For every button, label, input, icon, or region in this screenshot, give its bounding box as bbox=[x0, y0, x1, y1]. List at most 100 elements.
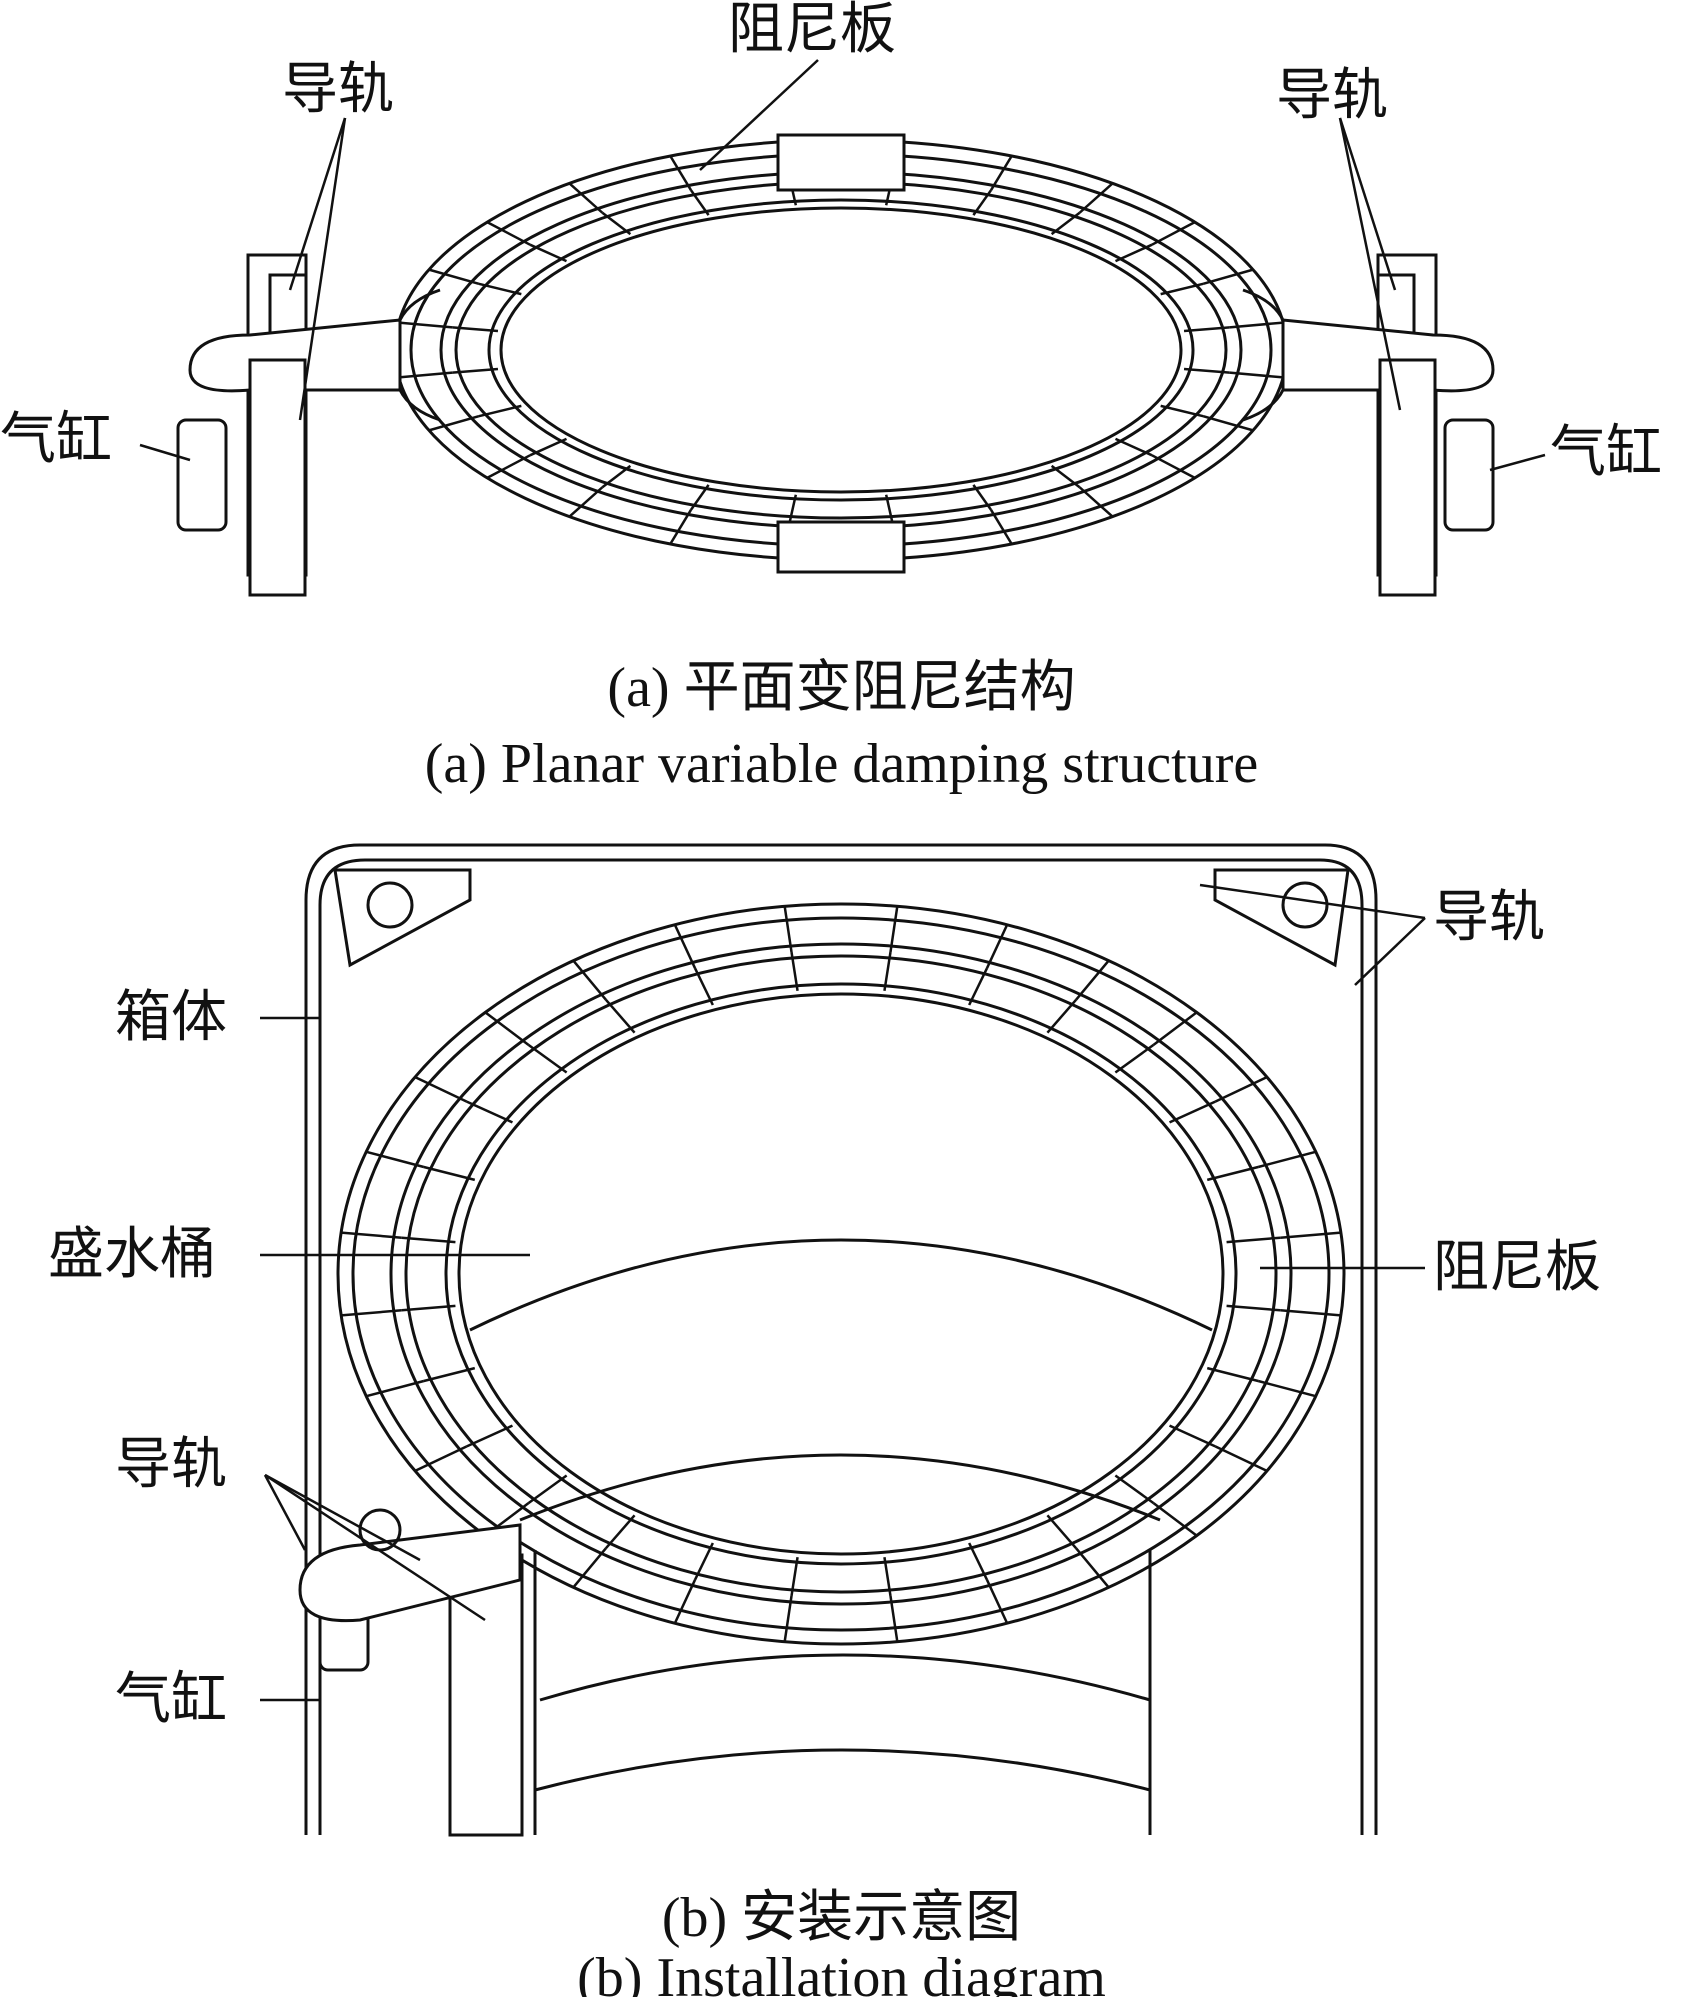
ring-rib bbox=[985, 924, 1009, 969]
ring-rib bbox=[972, 189, 993, 216]
ring-rib bbox=[989, 155, 1013, 191]
damping-plate-b bbox=[336, 902, 1346, 1646]
caption-a-english: (a) Planar variable damping structure bbox=[424, 733, 1259, 795]
ring-rib bbox=[604, 998, 636, 1034]
ring-rib bbox=[572, 959, 607, 1001]
ring-rib bbox=[341, 1309, 402, 1317]
ring-rib bbox=[478, 404, 522, 418]
ring-rib bbox=[529, 437, 568, 457]
ring-rib bbox=[968, 1542, 989, 1581]
ring-rib bbox=[529, 243, 568, 263]
ring-rib bbox=[398, 371, 453, 379]
ring-rib bbox=[790, 1557, 799, 1597]
ring-rib bbox=[989, 509, 1013, 545]
ring-rib bbox=[1169, 1424, 1216, 1448]
label-cylinder-right-a: 气缸 bbox=[1550, 420, 1662, 485]
ring-rib bbox=[669, 509, 693, 545]
ring-rib bbox=[572, 1547, 607, 1589]
label-guide-rail-right-a: 导轨 bbox=[1276, 63, 1388, 128]
ring-rib bbox=[968, 967, 989, 1006]
ring-rib bbox=[1046, 998, 1078, 1034]
ring-rib bbox=[423, 1366, 476, 1383]
ring-rib bbox=[452, 367, 499, 374]
ring-rib bbox=[401, 1236, 456, 1244]
ring-rib bbox=[527, 1474, 568, 1505]
ring-rib bbox=[1206, 1165, 1259, 1182]
ring-rib bbox=[1114, 1043, 1155, 1074]
ring-rib bbox=[1152, 1502, 1198, 1537]
ring-rib bbox=[1257, 1379, 1317, 1398]
ring-rib bbox=[883, 951, 892, 991]
ring-rib bbox=[783, 1595, 793, 1642]
ring-rib bbox=[1114, 437, 1153, 457]
guide-rail-assembly-right bbox=[1242, 253, 1495, 597]
ring-rib bbox=[365, 1379, 425, 1398]
ring-rib bbox=[1114, 243, 1153, 263]
ring-rib bbox=[428, 268, 480, 285]
ring-rib bbox=[788, 494, 798, 522]
ring-rib bbox=[673, 924, 697, 969]
ring-rib bbox=[1202, 415, 1254, 432]
ring-rib bbox=[1226, 1236, 1281, 1244]
label-damping-plate-b: 阻尼板 bbox=[1433, 1235, 1601, 1300]
ring-rib bbox=[1183, 367, 1230, 374]
ring-rib bbox=[601, 211, 632, 236]
ring-rib bbox=[401, 1304, 456, 1312]
ring-rib bbox=[452, 326, 499, 333]
label-cylinder-left-a: 气缸 bbox=[0, 407, 112, 472]
ring-rib bbox=[1280, 1309, 1341, 1317]
ring-rib bbox=[689, 189, 710, 216]
ring-rib bbox=[341, 1231, 402, 1239]
ring-rib bbox=[1075, 959, 1110, 1001]
ring-rib bbox=[1183, 326, 1230, 333]
ring-rib bbox=[1160, 404, 1204, 418]
caption-b-chinese: (b) 安装示意图 bbox=[661, 1887, 1022, 1949]
ring-rib bbox=[1075, 1547, 1110, 1589]
ring-rib bbox=[1050, 211, 1081, 236]
guide-rail-assembly-left bbox=[176, 253, 441, 597]
ring-rib bbox=[428, 415, 480, 432]
ring-rib bbox=[693, 1542, 714, 1581]
ring-rib bbox=[604, 1514, 636, 1550]
ring-rib bbox=[1214, 1445, 1268, 1472]
ring-rib bbox=[1050, 464, 1081, 489]
ring-rib bbox=[568, 182, 604, 214]
ring-rib bbox=[486, 221, 531, 246]
ring-rib bbox=[1169, 1100, 1216, 1124]
ring-rib bbox=[601, 464, 632, 489]
label-water-tub-b: 盛水桶 bbox=[48, 1222, 216, 1287]
ring-rib bbox=[972, 484, 993, 511]
ring-rib bbox=[1280, 1231, 1341, 1239]
ring-rib bbox=[486, 454, 531, 479]
ring-rib bbox=[783, 906, 793, 953]
ring-rib bbox=[365, 1150, 425, 1169]
ring-rib bbox=[484, 1011, 530, 1046]
leader-lines-a bbox=[139, 59, 1546, 472]
ring-rib bbox=[1226, 1304, 1281, 1312]
label-guide-rail-top-right-b: 导轨 bbox=[1433, 885, 1545, 950]
ring-rib bbox=[673, 1579, 697, 1624]
ring-rib bbox=[414, 1445, 468, 1472]
ring-rib bbox=[478, 282, 522, 296]
ring-rib bbox=[1229, 371, 1284, 379]
ring-rib bbox=[689, 484, 710, 511]
label-damping-plate-a: 阻尼板 bbox=[728, 0, 896, 62]
damping-plate-a bbox=[393, 133, 1289, 574]
ring-rib bbox=[466, 1100, 513, 1124]
ring-rib bbox=[889, 906, 899, 953]
ring-rib bbox=[423, 1165, 476, 1182]
ring-rib bbox=[889, 1595, 899, 1642]
label-cabinet-b: 箱体 bbox=[115, 985, 227, 1050]
ring-rib bbox=[884, 494, 894, 522]
leader-lines-b bbox=[260, 883, 1426, 1702]
ring-rib bbox=[1152, 1011, 1198, 1046]
ring-rib bbox=[985, 1579, 1009, 1624]
ring-rib bbox=[1114, 1474, 1155, 1505]
ring-rib bbox=[693, 967, 714, 1006]
caption-b-english: (b) Installation diagram bbox=[577, 1947, 1106, 1997]
caption-a-chinese: (a) 平面变阻尼结构 bbox=[607, 657, 1076, 719]
cabinet-outline bbox=[304, 843, 1378, 1835]
ring-rib bbox=[1151, 221, 1196, 246]
ring-rib bbox=[1257, 1150, 1317, 1169]
